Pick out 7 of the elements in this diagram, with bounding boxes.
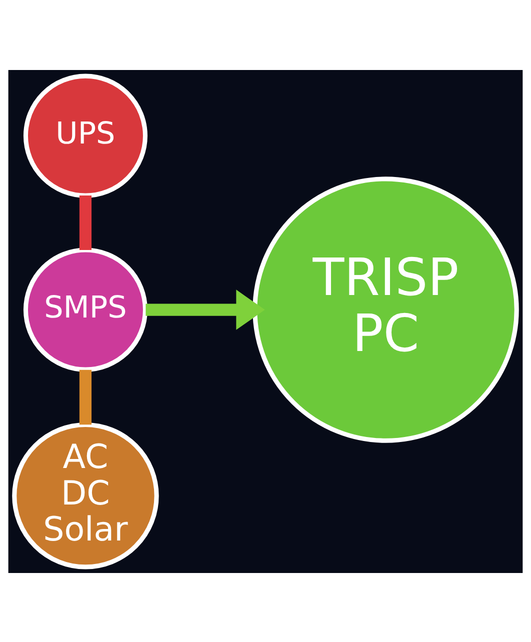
connector — [79, 195, 92, 250]
node-circle: TRISP PC — [252, 176, 519, 442]
node-circle: AC DC Solar — [12, 422, 159, 569]
node-circle: UPS — [23, 73, 148, 198]
arrow — [146, 289, 265, 330]
node-circle: SMPS — [23, 247, 148, 372]
connector — [79, 369, 92, 424]
